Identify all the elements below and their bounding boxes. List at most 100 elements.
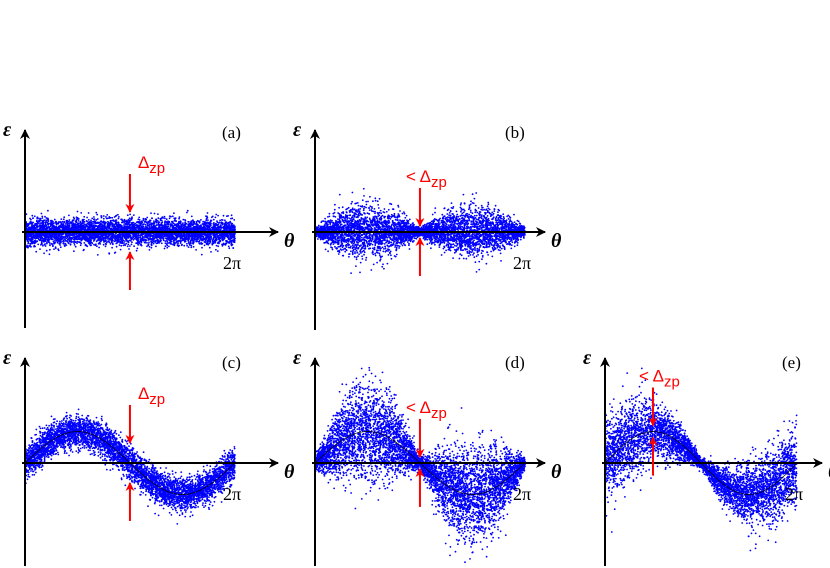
scatter-point [144, 221, 146, 223]
scatter-point [182, 222, 184, 224]
scatter-point [81, 237, 83, 239]
scatter-point [178, 218, 180, 220]
scatter-point [45, 235, 47, 237]
scatter-point [162, 217, 164, 219]
scatter-point [116, 219, 118, 221]
scatter-point [225, 240, 227, 242]
scatter-point [154, 241, 156, 243]
scatter-point [129, 245, 131, 247]
scatter-point [42, 245, 44, 247]
scatter-point [136, 250, 138, 252]
scatter-point [90, 244, 92, 246]
scatter-point [78, 241, 80, 243]
scatter-point [39, 248, 41, 250]
scatter-point [164, 248, 166, 250]
scatter-point [73, 226, 75, 228]
scatter-point [152, 240, 154, 242]
scatter-point [227, 241, 229, 243]
scatter-point [217, 245, 219, 247]
scatter-point [46, 243, 48, 245]
scatter-point [96, 245, 98, 247]
scatter-point [143, 218, 145, 220]
scatter-point [120, 245, 122, 247]
scatter-point [217, 242, 219, 244]
scatter-point [73, 250, 75, 252]
scatter-point [95, 212, 97, 214]
scatter-point [232, 247, 234, 249]
scatter-point [77, 211, 79, 213]
scatter-point [63, 216, 65, 218]
scatter-point [80, 243, 82, 245]
scatter-point [228, 247, 230, 249]
scatter-point [32, 222, 34, 224]
scatter-point [37, 216, 39, 218]
scatter-point [88, 219, 90, 221]
scatter-point [153, 243, 155, 245]
scatter-point [186, 245, 188, 247]
scatter-point [183, 245, 185, 247]
scatter-point [41, 242, 43, 244]
scatter-point [80, 240, 82, 242]
scatter-point [215, 217, 217, 219]
scatter-point [201, 254, 203, 256]
scatter-point [164, 218, 166, 220]
scatter-point [62, 236, 64, 238]
scatter-point [33, 246, 35, 248]
scatter-point [83, 216, 85, 218]
scatter-point [173, 212, 175, 214]
scatter-point [153, 220, 155, 222]
scatter-point [70, 244, 72, 246]
scatter-point [93, 223, 95, 225]
scatter-point [127, 244, 129, 246]
scatter-point [72, 241, 74, 243]
scatter-point [178, 245, 180, 247]
scatter-point [215, 214, 217, 216]
scatter-point [168, 246, 170, 248]
scatter-point [46, 250, 48, 252]
scatter-point [101, 236, 103, 238]
scatter-point [184, 241, 186, 243]
scatter-point [188, 246, 190, 248]
scatter-point [216, 245, 218, 247]
scatter-point [175, 228, 177, 230]
scatter-point [179, 216, 181, 218]
scatter-point [210, 251, 212, 253]
scatter-point [37, 244, 39, 246]
scatter-point [103, 218, 105, 220]
scatter-point [151, 247, 153, 249]
scatter-point [118, 216, 120, 218]
scatter-point [201, 247, 203, 249]
scatter-point [213, 219, 215, 221]
scatter-point [149, 246, 151, 248]
scatter-point [127, 219, 129, 221]
scatter-point [88, 212, 90, 214]
scatter-point [215, 249, 217, 251]
scatter-point [129, 214, 131, 216]
scatter-point [161, 242, 163, 244]
scatter-point [49, 249, 51, 251]
scatter-point [175, 220, 177, 222]
scatter-point [78, 220, 80, 222]
scatter-point [190, 247, 192, 249]
scatter-point [149, 249, 151, 251]
scatter-point [108, 240, 110, 242]
scatter-point [169, 217, 171, 219]
scatter-point [74, 244, 76, 246]
scatter-point [163, 239, 165, 241]
scatter-point [83, 242, 85, 244]
scatter-point [103, 215, 105, 217]
scatter-point [55, 222, 57, 224]
scatter-point [32, 217, 34, 219]
scatter-point [52, 245, 54, 247]
scatter-point [128, 248, 130, 250]
scatter-point [146, 242, 148, 244]
scatter-point [221, 239, 223, 241]
scatter-point [165, 245, 167, 247]
scatter-point [227, 233, 229, 235]
scatter-point [151, 217, 153, 219]
scatter-point [68, 215, 70, 217]
scatter-point [210, 223, 212, 225]
scatter-point [150, 212, 152, 214]
scatter-point [231, 214, 233, 216]
scatter-point [186, 243, 188, 245]
